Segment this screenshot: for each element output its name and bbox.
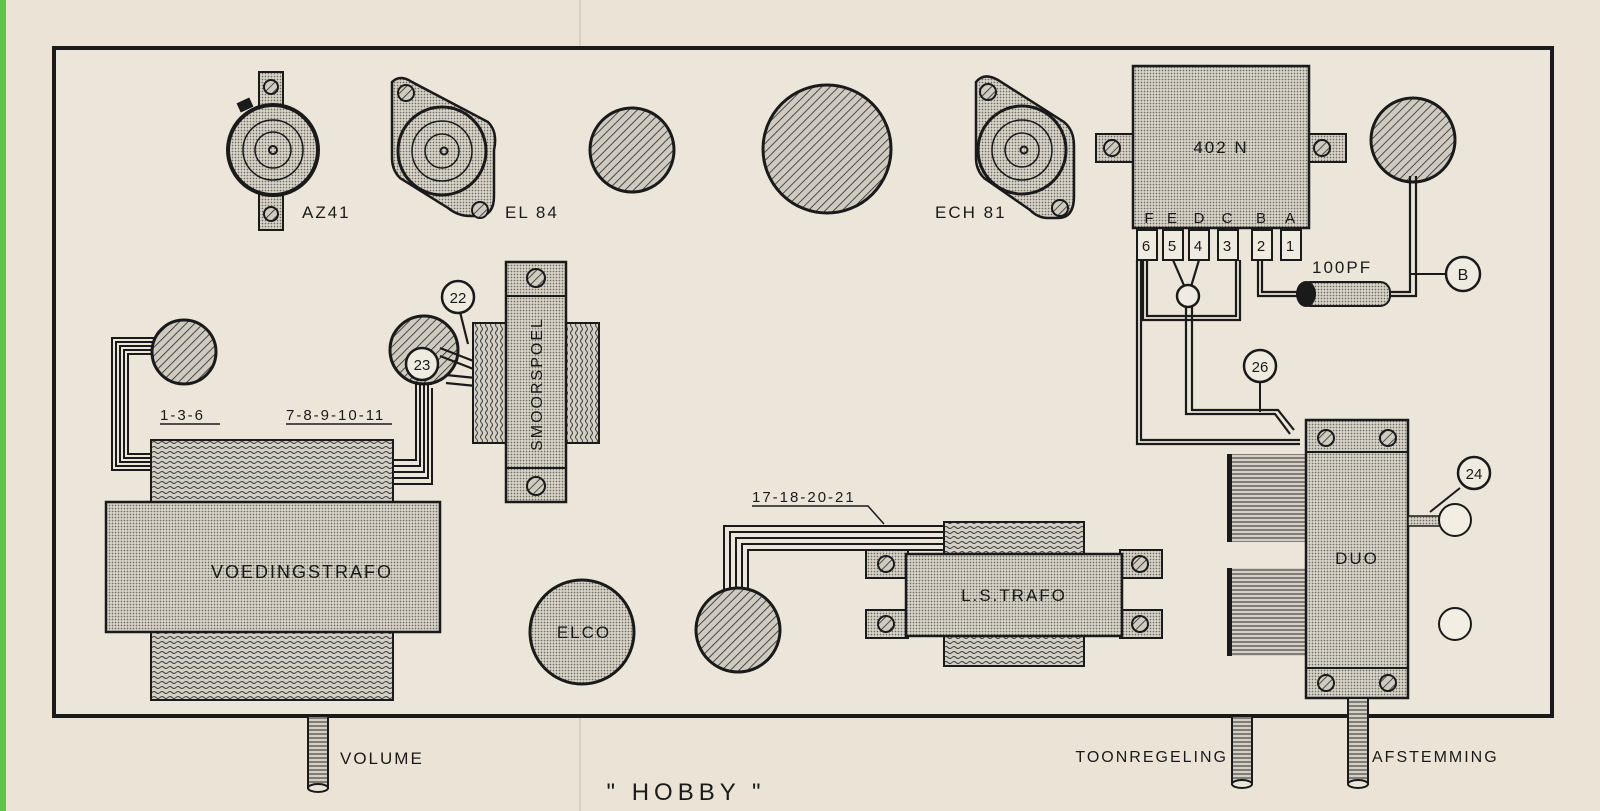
coil-unit-402n [1095,64,1347,230]
trimmer-hole [1369,96,1457,184]
marker-22-label: 22 [450,290,467,307]
power-transformer-label: VOEDINGSTRAFO [211,562,393,582]
tuning-shaft [1347,697,1369,789]
tuning-label: AFSTEMMING [1372,749,1499,766]
tube-ech81 [974,75,1076,220]
mounting-hole [1438,503,1472,537]
electrolytic-capacitor [528,578,636,686]
tone-shaft [1231,715,1253,789]
wire-label-17-to-21: 17-18-20-21 [752,489,856,506]
speaker-transformer-label: L.S.TRAFO [961,586,1067,605]
tube-ech81-label: ECH 81 [935,203,1007,222]
capacitor-label: 100PF [1312,258,1372,277]
volume-label: VOLUME [340,749,424,768]
tube-el84-label: EL 84 [505,203,559,222]
point-b-label: B [1458,267,1469,284]
pin-number-6: 6 [1142,238,1152,255]
marker-24-label: 24 [1466,466,1483,483]
pin-letter-e: E [1167,210,1179,227]
wire-bundle-1-3-6 [111,337,160,471]
pin-number-2: 2 [1257,238,1267,255]
tube-hole-large [761,83,893,215]
tube-hole [588,106,676,194]
point-b-marker [1444,255,1482,293]
elco-label: ELCO [557,623,611,642]
tube-az41 [226,71,320,231]
wire-label-7-to-11: 7-8-9-10-11 [286,407,385,424]
speaker-transformer [865,521,1163,667]
marker-26 [1242,348,1278,384]
tube-el84 [390,76,497,219]
tube-az41-label: AZ41 [302,203,351,222]
wire-label-1-3-6: 1-3-6 [160,407,205,424]
pin-number-3: 3 [1223,238,1233,255]
volume-shaft [307,715,329,793]
coil-pin-letters: F E D C B A [1144,210,1297,227]
duo-label: DUO [1335,549,1379,568]
choke-leads [439,311,477,388]
capacitor-100pf [1296,281,1391,307]
power-transformer [104,439,442,701]
mounting-hole [1438,607,1472,641]
wire-bundle-17-to-21 [723,525,944,598]
marker-22 [440,279,476,315]
power-switch-hole [150,318,218,386]
marker-24-lead [1429,487,1461,513]
choke-smoorspoel [472,260,600,504]
coil-unit-label: 402 N [1193,138,1248,157]
wire-label-leader [752,505,885,525]
pin-letter-c: C [1222,210,1235,227]
pin-letter-b: B [1256,210,1268,227]
pin-number-5: 5 [1168,238,1178,255]
pin-number-4: 4 [1194,238,1204,255]
pin-letter-d: D [1194,210,1207,227]
pin-letter-a: A [1285,210,1297,227]
marker-24 [1456,455,1492,491]
tone-label: TOONREGELING [1075,749,1228,766]
marker-26-label: 26 [1252,359,1269,376]
pin-letter-f: F [1144,210,1155,227]
choke-label: SMOORSPOEL [529,317,546,451]
diagram-title: " HOBBY " [607,779,766,806]
marker-23 [404,346,440,382]
wire-junction [1175,283,1201,309]
speaker-socket-hole [694,586,782,674]
marker-23-label: 23 [414,357,431,374]
coil-wiring [1135,176,1418,446]
margin-strip [0,0,6,811]
pin-number-1: 1 [1286,238,1296,255]
